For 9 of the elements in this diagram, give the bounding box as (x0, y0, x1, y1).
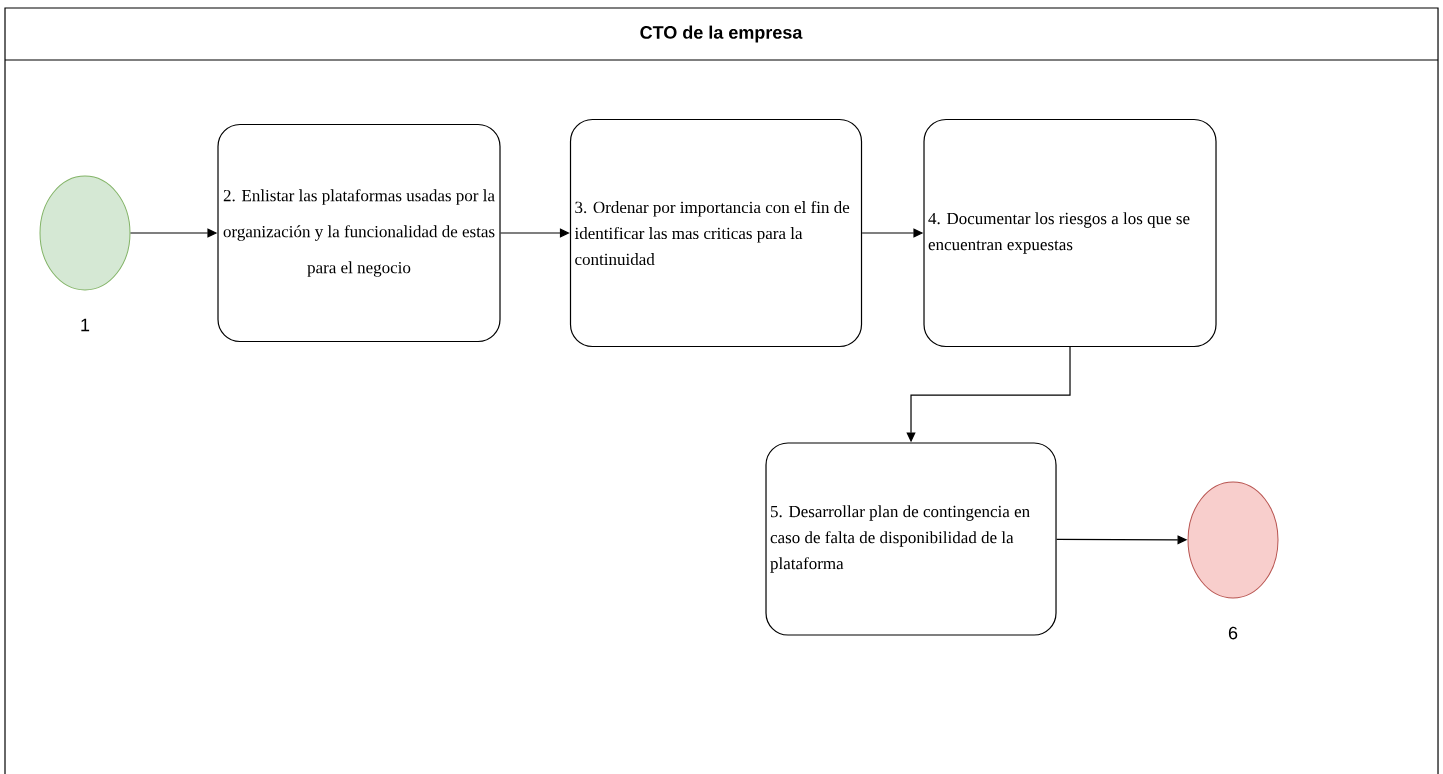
process-box: 2. Enlistar las plataformas usadas por la organización y la funcionalidad de estas para el negocio (217, 123, 501, 343)
process-box: 5. Desarrollar plan de contingencia en caso de falta de disponibilidad de la plataforma (765, 442, 1057, 636)
arrow (500, 228, 570, 238)
process-box: 3. Ordenar por importancia con el fin de identificar las mas criticas para la continuidad (569, 118, 863, 348)
process-box: 4. Documentar los riesgos a los que se encuentran expuestas (923, 118, 1217, 348)
step-number: 1 (81, 318, 90, 332)
event-circle (39, 175, 131, 291)
step-number: 6 (1228, 626, 1238, 640)
event-circle (1187, 481, 1279, 599)
